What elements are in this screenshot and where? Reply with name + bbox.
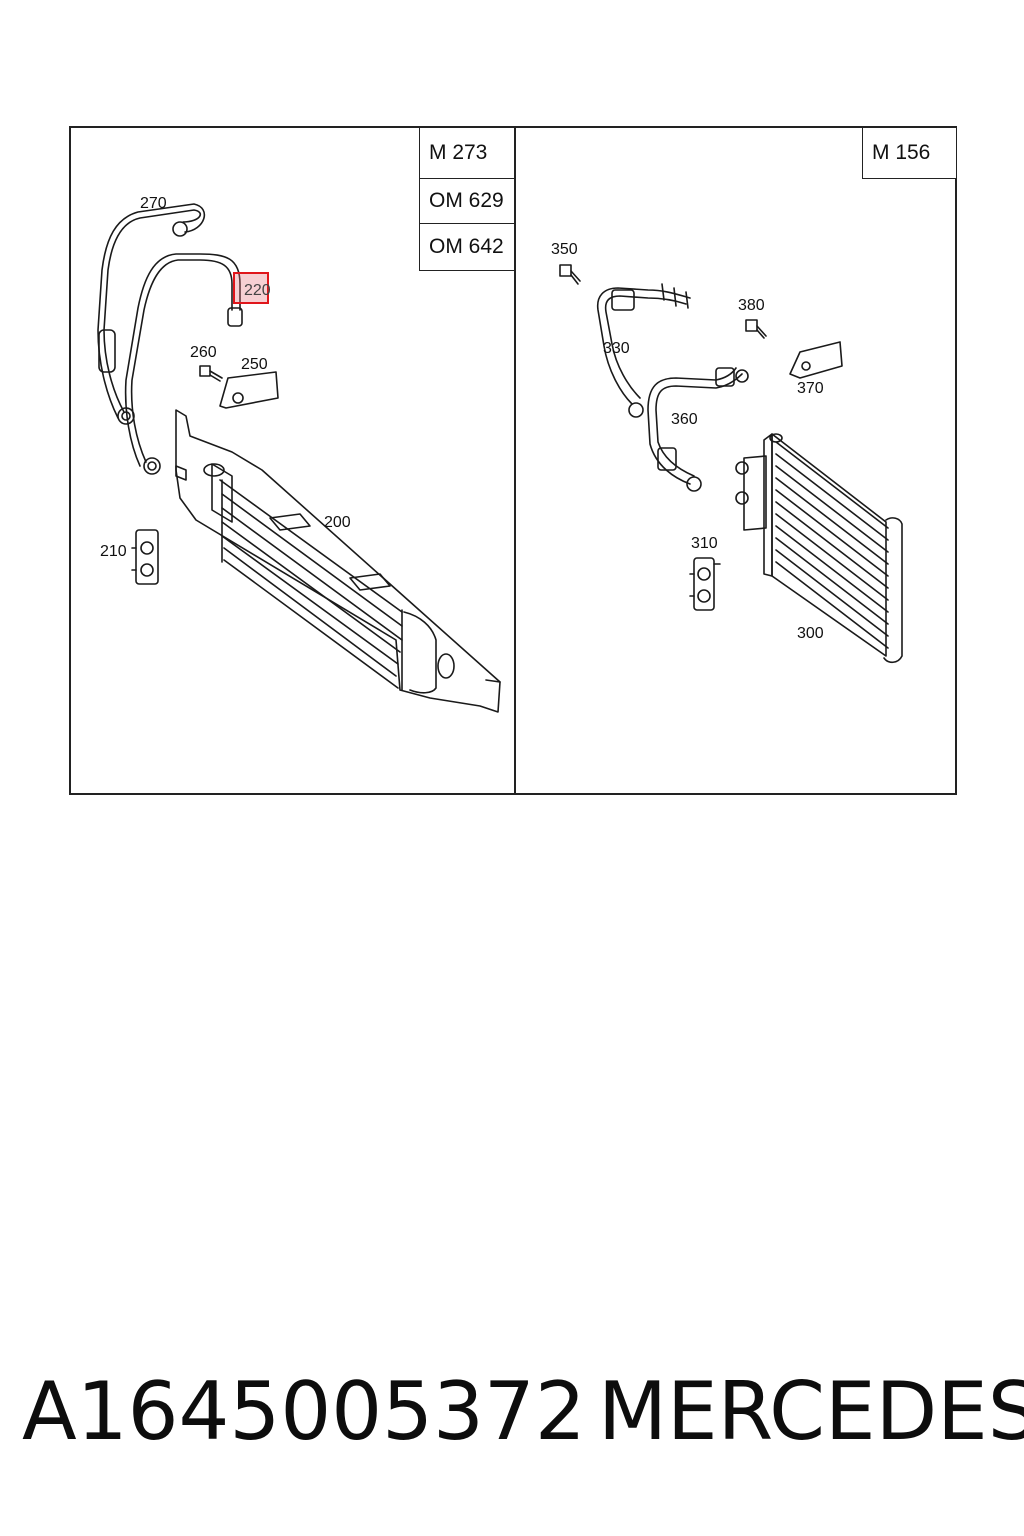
callout-310[interactable]: 310 <box>691 535 718 552</box>
callout-370[interactable]: 370 <box>797 380 824 397</box>
part-number: A1645005372 <box>22 1365 586 1458</box>
bolt-380 <box>745 319 767 339</box>
callout-210[interactable]: 210 <box>100 543 127 560</box>
callout-300[interactable]: 300 <box>797 625 824 642</box>
callout-250[interactable]: 250 <box>241 356 268 373</box>
engine-code-m156: M 156 <box>862 127 957 179</box>
callout-330[interactable]: 330 <box>603 340 630 357</box>
oil-line-270 <box>97 203 206 425</box>
bolt-260 <box>199 365 223 382</box>
callout-220: 220 <box>244 282 271 299</box>
panel-divider <box>514 127 516 794</box>
callout-380[interactable]: 380 <box>738 297 765 314</box>
engine-code-om629: OM 629 <box>419 178 515 224</box>
oil-hose-360 <box>647 367 749 492</box>
connector-310 <box>689 557 721 611</box>
callout-200[interactable]: 200 <box>324 514 351 531</box>
parts-drawing <box>97 203 903 713</box>
highlighted-callout-220[interactable]: 220 <box>233 272 271 304</box>
oil-cooler-300 <box>735 433 903 664</box>
callout-260[interactable]: 260 <box>190 344 217 361</box>
oil-hose-330 <box>596 283 691 418</box>
engine-code-om642: OM 642 <box>419 223 515 271</box>
callout-350[interactable]: 350 <box>551 241 578 258</box>
oil-line-220 <box>124 253 243 475</box>
connector-210 <box>131 529 159 585</box>
bracket-370 <box>789 341 843 379</box>
bracket-250 <box>219 371 279 409</box>
callout-360[interactable]: 360 <box>671 411 698 428</box>
brand-name: MERCEDES <box>598 1365 1024 1458</box>
oil-cooler-200 <box>175 409 501 713</box>
bolt-350 <box>559 264 581 285</box>
callout-270[interactable]: 270 <box>140 195 167 212</box>
